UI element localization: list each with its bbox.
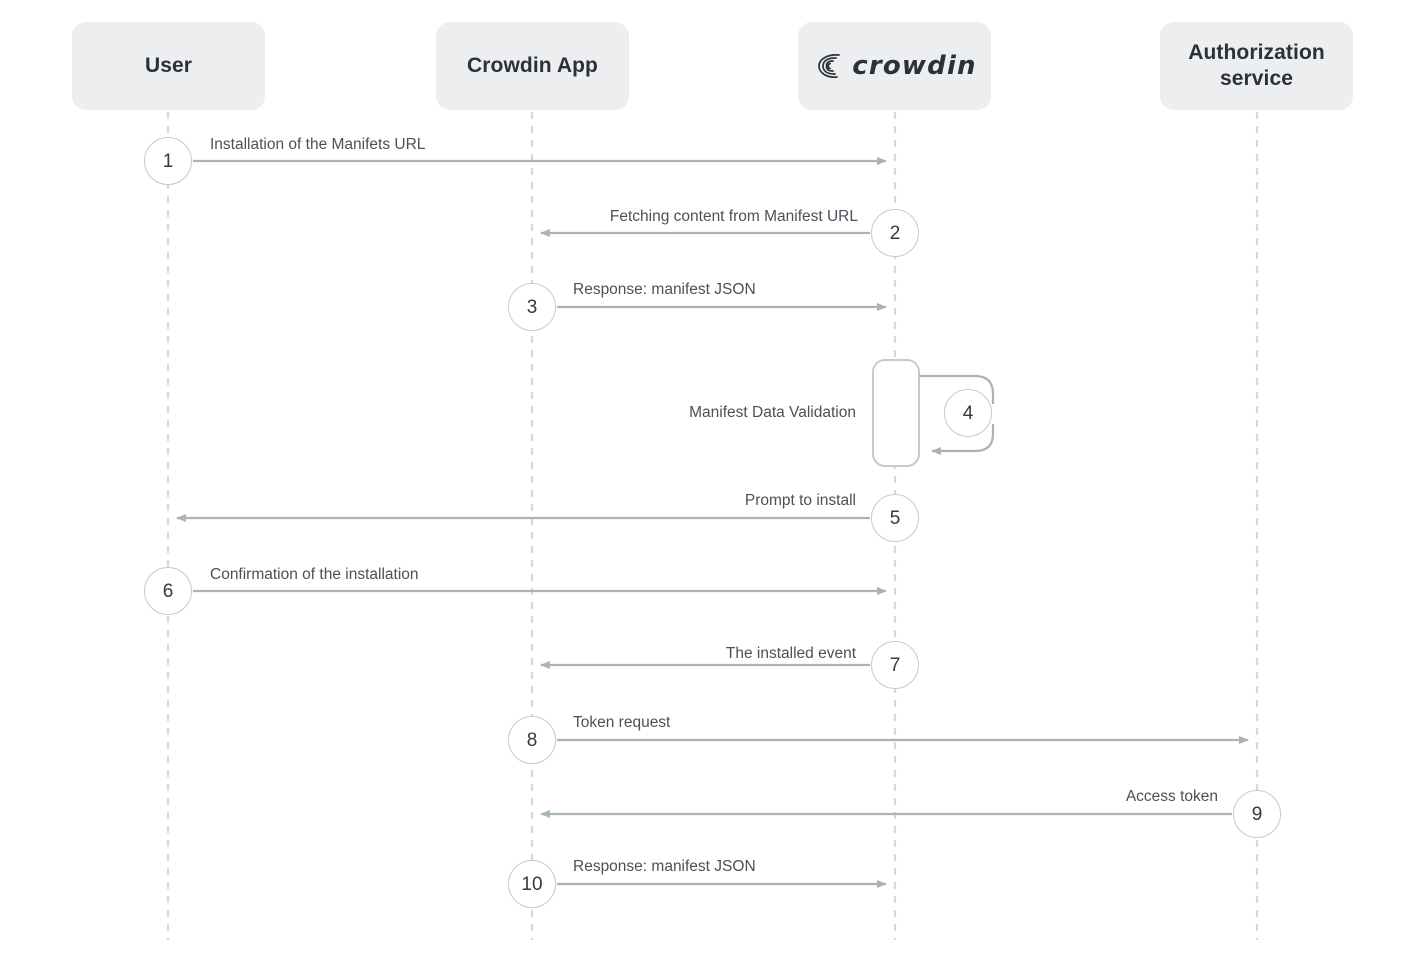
participant-label-user: User <box>144 54 193 78</box>
message-arrows <box>176 157 1249 888</box>
participant-box-crowdin-app[interactable]: Crowdin App <box>436 22 629 110</box>
step-badge-8-number: 8 <box>526 729 538 751</box>
step-badge-4[interactable]: 4 <box>944 389 992 437</box>
message-label-1: Installation of the Manifets URL <box>210 136 426 153</box>
message-label-5: Prompt to install <box>744 492 856 509</box>
step-badge-9[interactable]: 9 <box>1233 790 1281 838</box>
self-call-label: Manifest Data Validation <box>689 404 856 421</box>
participant-box-authorization-service[interactable]: Authorization service <box>1160 22 1353 110</box>
participant-box-user[interactable]: User <box>72 22 265 110</box>
self-call-loop-return <box>931 424 995 455</box>
step-badge-3-number: 3 <box>526 296 538 318</box>
message-label-10: Response: manifest JSON <box>573 858 756 875</box>
step-badge-3[interactable]: 3 <box>508 283 556 331</box>
step-badge-10[interactable]: 10 <box>508 860 556 908</box>
self-call-group <box>872 359 995 467</box>
step-badge-7[interactable]: 7 <box>871 641 919 689</box>
message-label-6: Confirmation of the installation <box>210 566 419 583</box>
crowdin-logo: crowdin <box>812 51 977 81</box>
message-label-2: Fetching content from Manifest URL <box>609 208 858 225</box>
step-badge-9-number: 9 <box>1251 803 1263 825</box>
step-badge-6-number: 6 <box>162 580 174 602</box>
step-badge-1[interactable]: 1 <box>144 137 192 185</box>
step-badge-10-number: 10 <box>521 873 543 895</box>
step-badge-6[interactable]: 6 <box>144 567 192 615</box>
step-badge-2[interactable]: 2 <box>871 209 919 257</box>
step-badge-5[interactable]: 5 <box>871 494 919 542</box>
step-badge-8[interactable]: 8 <box>508 716 556 764</box>
crowdin-wordmark: crowdin <box>852 51 977 81</box>
crowdin-swirl-icon <box>818 54 841 78</box>
message-label-9: Access token <box>1125 788 1218 805</box>
lifelines <box>166 112 1259 940</box>
message-label-8: Token request <box>573 714 671 731</box>
step-badge-4-number: 4 <box>962 402 974 424</box>
activation-box <box>872 359 920 467</box>
participant-box-crowdin[interactable]: crowdin <box>798 22 991 110</box>
message-label-3: Response: manifest JSON <box>573 281 756 298</box>
message-label-7: The installed event <box>725 645 856 662</box>
participant-label-crowdin-app: Crowdin App <box>467 54 598 78</box>
step-badge-1-number: 1 <box>162 150 174 172</box>
step-badge-7-number: 7 <box>889 654 901 676</box>
participant-label-authorization-service: Authorization service <box>1188 41 1325 90</box>
self-call-loop-out <box>919 374 995 404</box>
step-badge-2-number: 2 <box>889 222 901 244</box>
step-badge-5-number: 5 <box>889 507 901 529</box>
